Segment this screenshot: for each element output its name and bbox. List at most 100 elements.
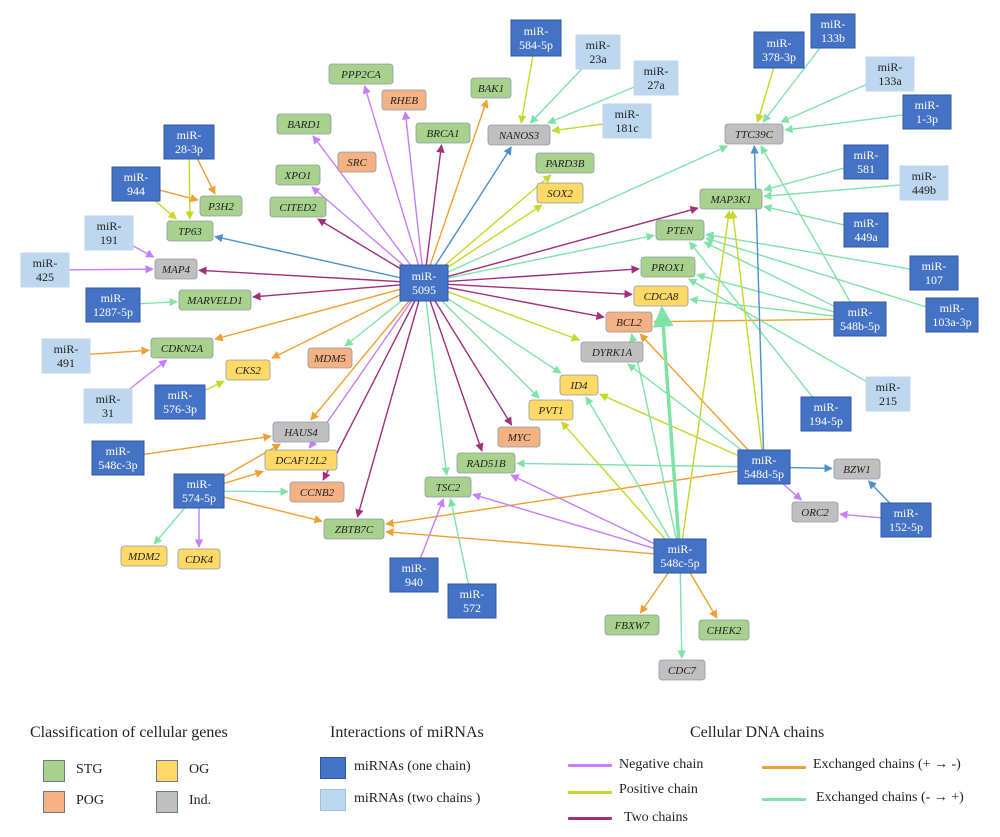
node-mir-940: miR-940 — [389, 557, 439, 593]
node-label: MAP4 — [161, 264, 191, 276]
node-label: miR-27a — [644, 64, 669, 92]
node-cdca8: CDCA8 — [633, 285, 689, 307]
edge-mir-191-to-map4 — [132, 245, 155, 258]
node-label: ID4 — [569, 380, 588, 392]
edge-mir-5095-to-marveld1 — [252, 284, 401, 301]
node-label: TSC2 — [436, 482, 461, 494]
node-box — [536, 182, 584, 204]
edge-mir-28-3p-to-p3h2 — [196, 158, 216, 195]
node-label: miR-133a — [878, 60, 903, 88]
node-box — [604, 614, 660, 636]
node-label: XPO1 — [284, 170, 312, 182]
node-label: NANOS3 — [498, 130, 540, 142]
edge-mir-581-to-map3k1 — [763, 167, 845, 193]
edge-mir-548c-5p-to-tsc2 — [472, 492, 655, 549]
node-box — [83, 388, 133, 424]
node-mir-581: miR-581 — [843, 144, 889, 180]
node-label: miR-378-3p — [762, 36, 796, 64]
node-label: CCNB2 — [300, 487, 335, 499]
node-label: FBXW7 — [614, 620, 650, 632]
node-label: miR-574-5p — [182, 477, 216, 505]
node-box — [791, 501, 839, 523]
node-box — [289, 481, 345, 503]
node-box — [389, 557, 439, 593]
node-label: BAK1 — [478, 83, 504, 95]
edge-mir-215-to-prox1 — [688, 278, 867, 382]
edge-mir-574-5p-to-mdm2 — [153, 507, 186, 545]
node-mir-103a-3p: miR-103a-3p — [925, 297, 979, 333]
node-prox1: PROX1 — [640, 256, 696, 278]
edge-mir-5095-to-sox2 — [447, 204, 543, 268]
node-cks2: CKS2 — [225, 359, 271, 381]
node-box — [865, 56, 915, 92]
node-id4: ID4 — [559, 374, 599, 396]
node-label: miR-181c — [615, 107, 640, 135]
node-box — [225, 359, 271, 381]
node-box — [381, 89, 427, 111]
node-box — [470, 77, 512, 99]
node-label: miR-572 — [460, 587, 485, 615]
node-label: MARVELD1 — [186, 295, 242, 307]
edge-mir-548c-5p-to-rad51b — [510, 474, 655, 545]
node-box — [724, 123, 784, 145]
edge-mir-548b-5p-to-bcl2 — [653, 317, 835, 326]
node-mir-572: miR-572 — [447, 583, 497, 619]
edge-mir-5095-to-bcl2 — [447, 286, 605, 320]
node-label: CDC7 — [668, 665, 697, 677]
node-label: miR-584-5p — [519, 24, 553, 52]
node-pten: PTEN — [655, 219, 705, 241]
edges-layer — [68, 47, 927, 659]
node-mir-107: miR-107 — [909, 255, 959, 291]
edge-mir-548c-5p-to-fbxw7 — [639, 572, 669, 614]
node-rheb: RHEB — [381, 89, 427, 111]
node-label: miR-576-3p — [163, 388, 197, 416]
edge-mir-31-to-cdkn2a — [129, 359, 168, 390]
edge-mir-548c-5p-to-pvt1 — [561, 421, 666, 540]
node-bak1: BAK1 — [470, 77, 512, 99]
node-rad51b: RAD51B — [456, 452, 516, 474]
node-box — [753, 31, 805, 69]
node-mir-584-5p: miR-584-5p — [510, 19, 562, 57]
node-box — [111, 166, 161, 202]
edge-mir-5095-to-pard3b — [444, 174, 552, 266]
edge-mir-5095-to-cks2 — [271, 294, 401, 359]
edge-mir-548b-5p-to-cdca8 — [689, 296, 835, 317]
edge-mir-548c-5p-to-zbtb7c — [385, 528, 655, 555]
edge-mir-5095-to-dyrk1a — [447, 291, 581, 342]
node-box — [497, 426, 541, 448]
edge-mir-152-5p-to-bzw1 — [867, 480, 891, 504]
node-label: miR-449b — [912, 169, 937, 197]
node-brca1: BRCA1 — [415, 122, 471, 144]
node-mir-548c-5p: miR-548c-5p — [653, 538, 707, 574]
node-box — [698, 619, 750, 641]
node-label: miR-944 — [124, 170, 149, 198]
node-box — [833, 301, 887, 337]
node-label: ORC2 — [801, 507, 829, 519]
edge-mir-5095-to-haus4 — [310, 300, 410, 421]
node-label: PROX1 — [650, 262, 685, 274]
node-box — [833, 458, 881, 480]
node-label: CDK4 — [185, 554, 214, 566]
node-label: miR-1287-5p — [93, 291, 133, 319]
edge-mir-940-to-tsc2 — [419, 498, 445, 559]
node-box — [307, 347, 353, 369]
node-mir-31: miR-31 — [83, 388, 133, 424]
edge-mir-5095-to-cited2 — [317, 218, 401, 270]
node-label: PPP2CA — [340, 69, 381, 81]
node-mdm5: MDM5 — [307, 347, 353, 369]
node-label: miR-548c-3p — [98, 444, 137, 472]
node-mir-181c: miR-181c — [602, 103, 652, 139]
edge-mir-5095-to-map3k1 — [447, 205, 699, 278]
edge-mir-548c-5p-to-map3k1 — [681, 210, 733, 540]
edge-mir-5095-to-tsc2 — [425, 300, 450, 476]
node-tp63: TP63 — [166, 220, 214, 242]
node-label: BARD1 — [287, 119, 321, 131]
edge-mir-5095-to-rheb — [401, 111, 423, 266]
edge-mir-133a-to-ttc39c — [780, 83, 867, 123]
node-myc: MYC — [497, 426, 541, 448]
node-xpo1: XPO1 — [275, 164, 321, 186]
node-box — [909, 255, 959, 291]
node-label: miR-28-3p — [175, 128, 203, 156]
node-mir-548d-5p: miR-548d-5p — [737, 449, 791, 485]
node-label: DCAF12L2 — [274, 455, 327, 467]
